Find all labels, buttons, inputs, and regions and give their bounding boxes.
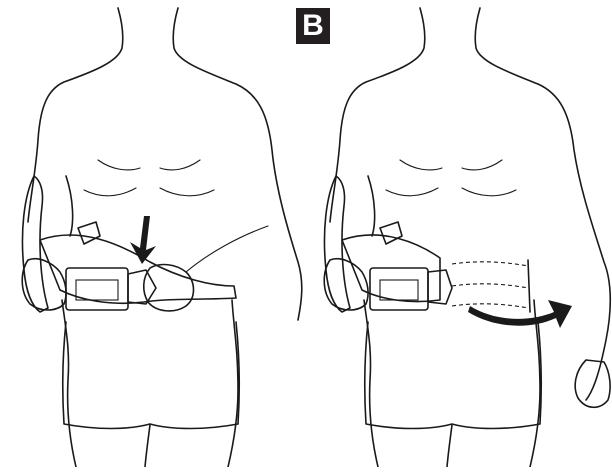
right-side-pad	[324, 176, 350, 312]
left-hand-1	[22, 259, 66, 310]
right-belt-device	[370, 268, 428, 310]
right-chest-lines	[386, 160, 516, 196]
left-belt	[40, 235, 236, 303]
left-figure-body	[28, 8, 302, 467]
right-hand-1	[324, 259, 368, 310]
right-shorts	[365, 322, 542, 429]
left-buckle	[128, 270, 156, 304]
right-panel	[324, 8, 610, 467]
left-shorts	[63, 322, 240, 429]
right-figure-body	[330, 8, 610, 467]
left-panel	[22, 8, 302, 467]
left-chest-lines	[84, 160, 214, 196]
left-side-pad	[22, 176, 48, 312]
step-label: B	[296, 8, 330, 44]
right-belt-dashed	[452, 262, 528, 308]
down-arrow-icon	[130, 216, 156, 264]
right-hanging-hand	[575, 360, 610, 407]
